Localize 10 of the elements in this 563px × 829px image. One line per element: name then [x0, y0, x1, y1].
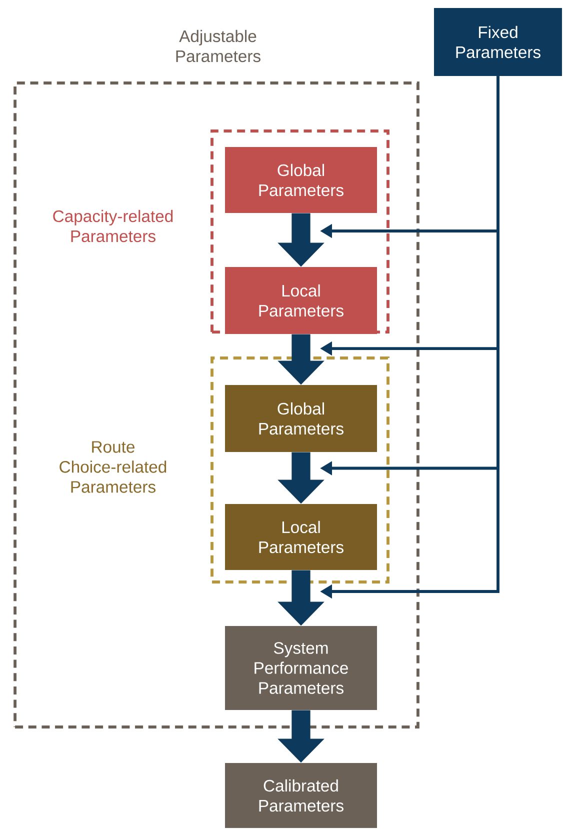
parameter-box: Local Parameters: [225, 504, 377, 570]
parameter-box: Calibrated Parameters: [225, 762, 377, 828]
parameter-box: Global Parameters: [225, 385, 377, 452]
parameter-box: Global Parameters: [225, 147, 377, 213]
parameter-box: System Performance Parameters: [225, 626, 377, 710]
group-label: Capacity-related Parameters: [53, 210, 173, 242]
parameter-box: Fixed Parameters: [434, 8, 562, 76]
group-label: Adjustable Parameters: [176, 30, 260, 62]
group-label: Route Choice-related Parameters: [60, 441, 166, 493]
parameter-box: Local Parameters: [225, 267, 377, 334]
